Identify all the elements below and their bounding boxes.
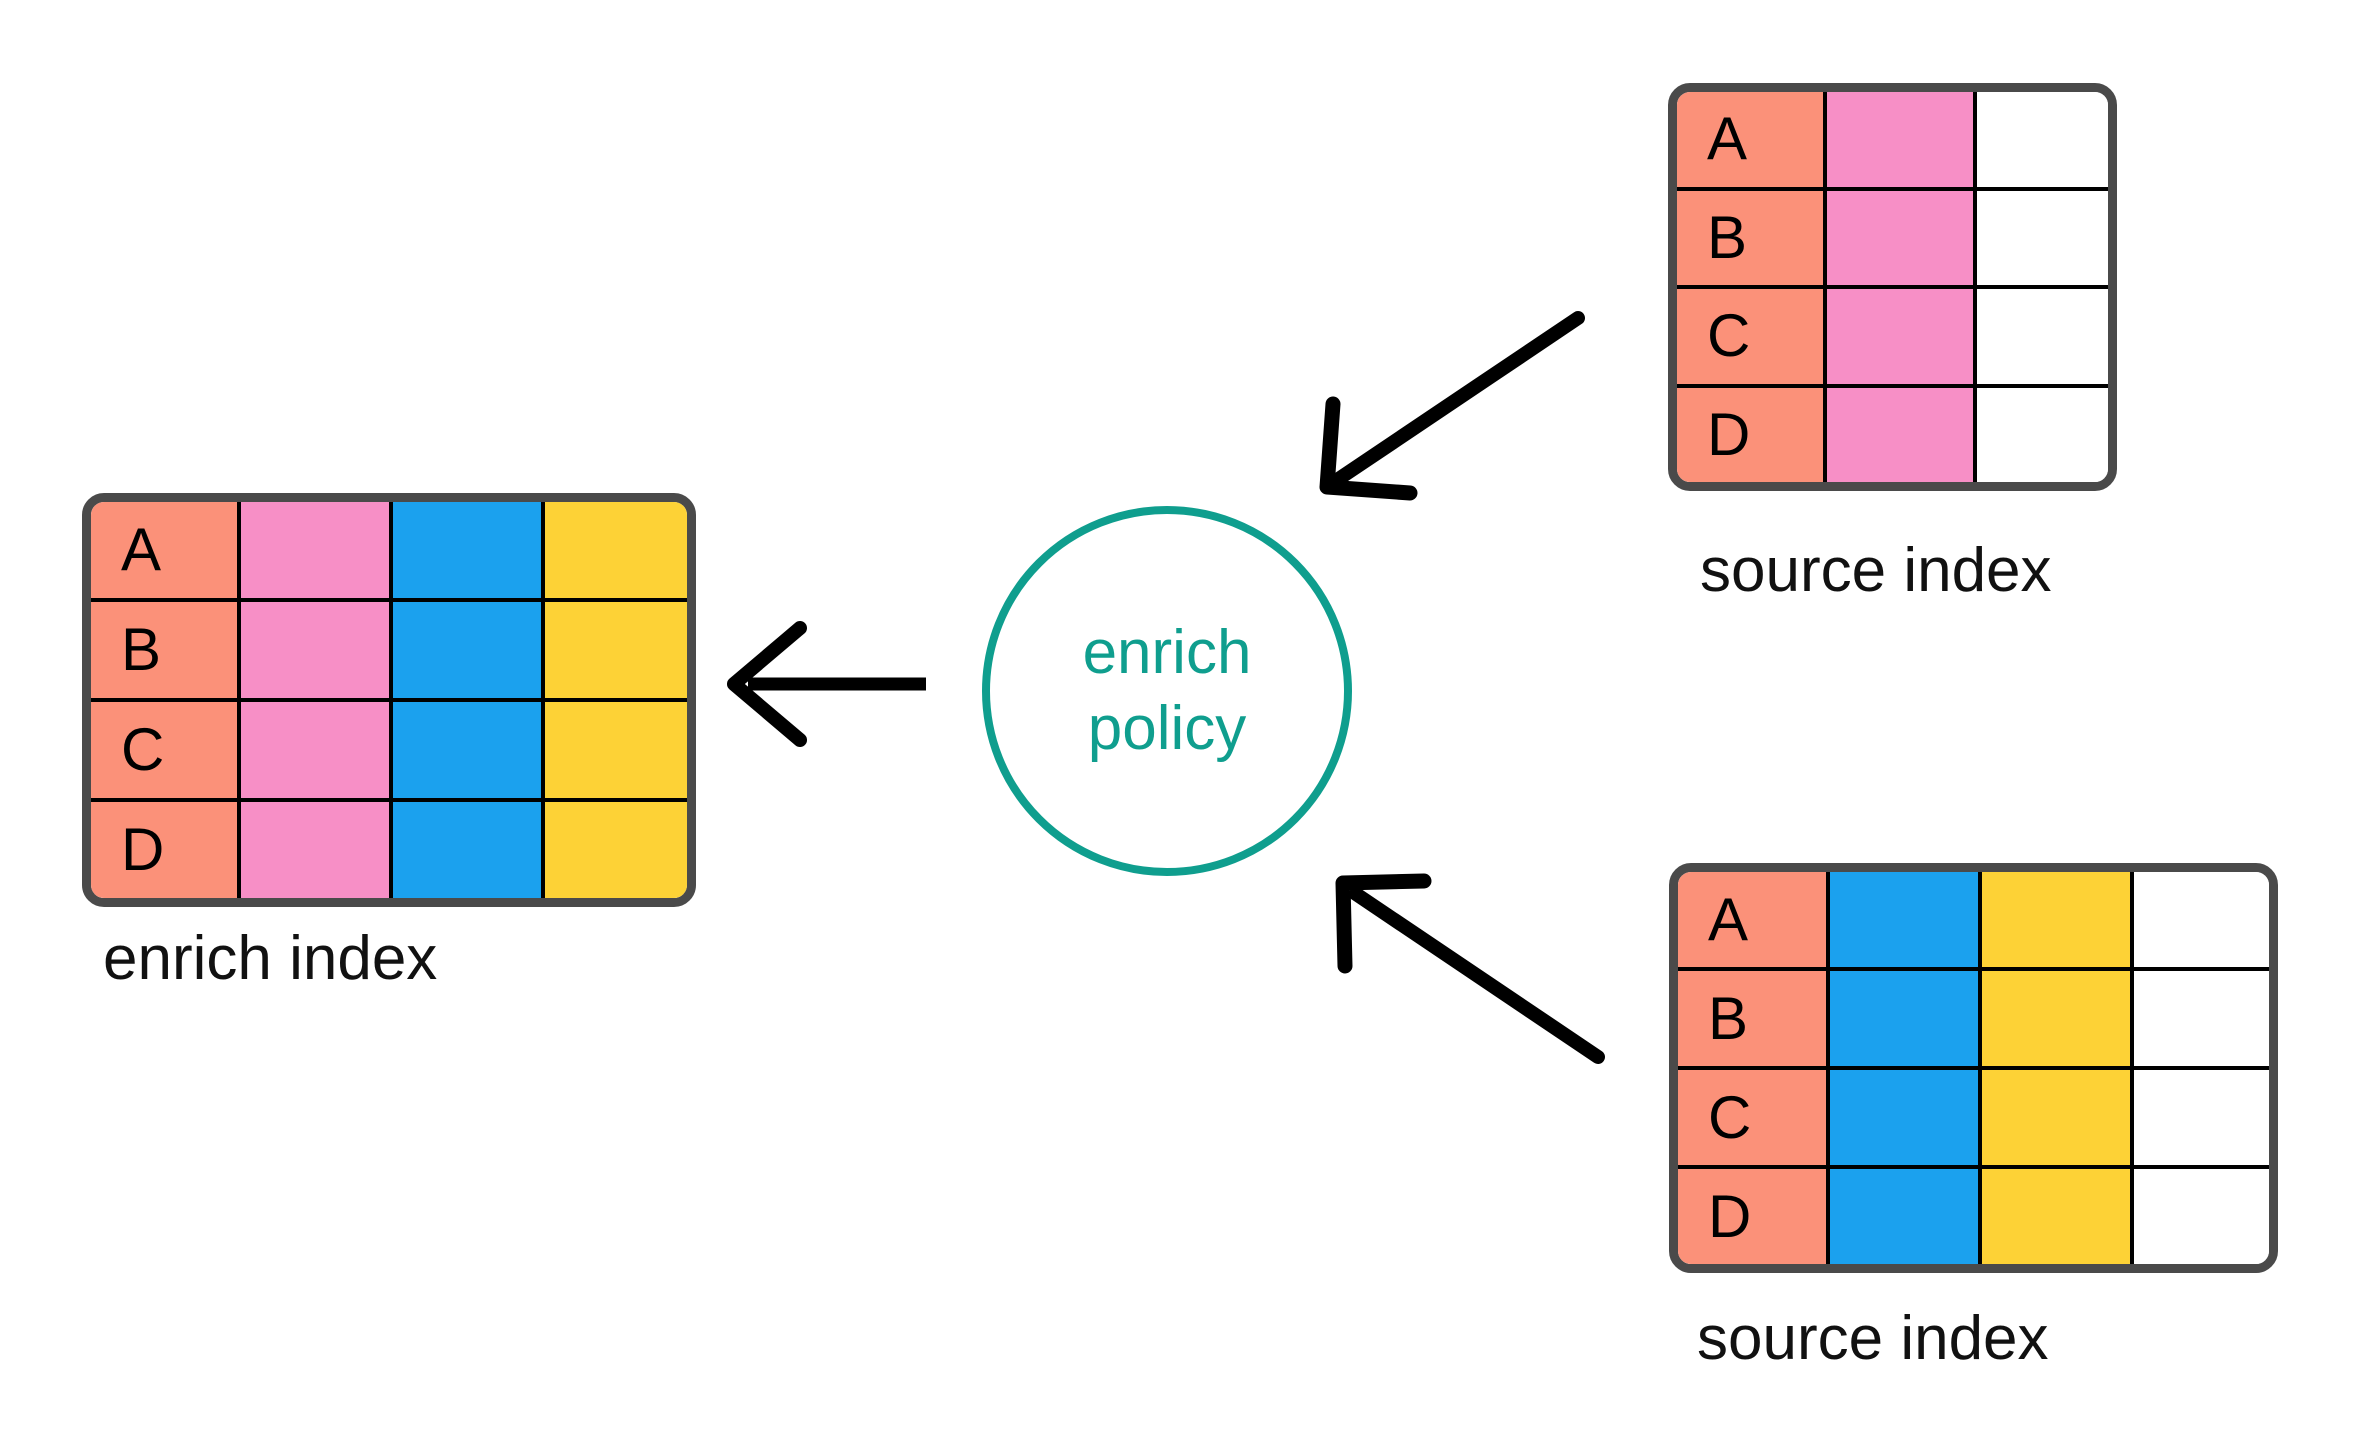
table-row: A: [1677, 92, 2108, 191]
source-bottom-cell-yellow: [1982, 1070, 2134, 1165]
enrich-cell-yellow: [545, 702, 687, 798]
source-bottom-cell-key: C: [1678, 1070, 1830, 1165]
enrich-cell-blue: [393, 702, 545, 798]
table-row: D: [1678, 1169, 2269, 1264]
enrich-policy-label-line2: policy: [1087, 694, 1247, 763]
arrow-source-top-to-policy: [1319, 311, 1585, 501]
source-bottom-cell-key: D: [1678, 1169, 1830, 1264]
enrich-cell-key: C: [91, 702, 241, 798]
enrich-cell-pink: [241, 502, 393, 598]
source-bottom-cell-blue: [1830, 1169, 1982, 1264]
enrich-cell-pink: [241, 702, 393, 798]
enrich-cell-yellow: [545, 602, 687, 698]
enrich-cell-key: B: [91, 602, 241, 698]
arrow-source-bottom-to-policy: [1335, 873, 1605, 1064]
source-top-cell-pink: [1827, 289, 1977, 384]
table-row: A: [1678, 872, 2269, 971]
enrich-cell-blue: [393, 802, 545, 898]
enrich-cell-blue: [393, 502, 545, 598]
table-row: C: [1678, 1070, 2269, 1169]
enrich-cell-yellow: [545, 502, 687, 598]
table-row: A: [91, 502, 687, 602]
arrow-policy-to-enrich-index: [727, 621, 926, 747]
source-top-cell-pink: [1827, 387, 1977, 482]
enrich-policy-label-line1: enrich: [1082, 618, 1252, 688]
enrich-index-table: A B C D: [82, 493, 696, 907]
source-bottom-cell-blue: [1830, 1070, 1982, 1165]
source-top-cell-empty: [1977, 92, 2108, 187]
source-index-table-top: A B C D: [1668, 83, 2117, 491]
source-bottom-cell-key: B: [1678, 971, 1830, 1066]
enrich-cell-key: D: [91, 802, 241, 898]
enrich-cell-key: A: [91, 502, 241, 598]
table-row: C: [1677, 289, 2108, 388]
source-top-cell-key: B: [1677, 190, 1827, 285]
table-row: B: [1677, 190, 2108, 289]
source-bottom-cell-empty: [2134, 872, 2269, 967]
enrich-cell-yellow: [545, 802, 687, 898]
source-top-cell-pink: [1827, 92, 1977, 187]
table-row: D: [91, 802, 687, 898]
source-index-table-bottom: A B C D: [1669, 863, 2278, 1273]
enrich-cell-blue: [393, 602, 545, 698]
source-top-cell-empty: [1977, 190, 2108, 285]
source-top-cell-pink: [1827, 190, 1977, 285]
enrich-cell-pink: [241, 602, 393, 698]
source-top-cell-key: C: [1677, 289, 1827, 384]
source-bottom-cell-yellow: [1982, 971, 2134, 1066]
source-bottom-cell-empty: [2134, 1070, 2269, 1165]
source-index-caption-top: source index: [1700, 536, 2052, 605]
source-bottom-cell-yellow: [1982, 872, 2134, 967]
source-bottom-cell-key: A: [1678, 872, 1830, 967]
source-bottom-cell-empty: [2134, 971, 2269, 1066]
enrich-index-caption: enrich index: [103, 924, 438, 993]
source-bottom-cell-blue: [1830, 971, 1982, 1066]
source-top-cell-key: A: [1677, 92, 1827, 187]
enrich-policy-node: enrich policy: [982, 506, 1352, 876]
enrich-cell-pink: [241, 802, 393, 898]
source-bottom-cell-yellow: [1982, 1169, 2134, 1264]
source-top-cell-empty: [1977, 289, 2108, 384]
table-row: B: [1678, 971, 2269, 1070]
table-row: B: [91, 602, 687, 702]
table-row: C: [91, 702, 687, 802]
source-top-cell-empty: [1977, 387, 2108, 482]
table-row: D: [1677, 387, 2108, 482]
source-bottom-cell-empty: [2134, 1169, 2269, 1264]
source-bottom-cell-blue: [1830, 872, 1982, 967]
source-index-caption-bottom: source index: [1697, 1304, 2049, 1373]
source-top-cell-key: D: [1677, 387, 1827, 482]
